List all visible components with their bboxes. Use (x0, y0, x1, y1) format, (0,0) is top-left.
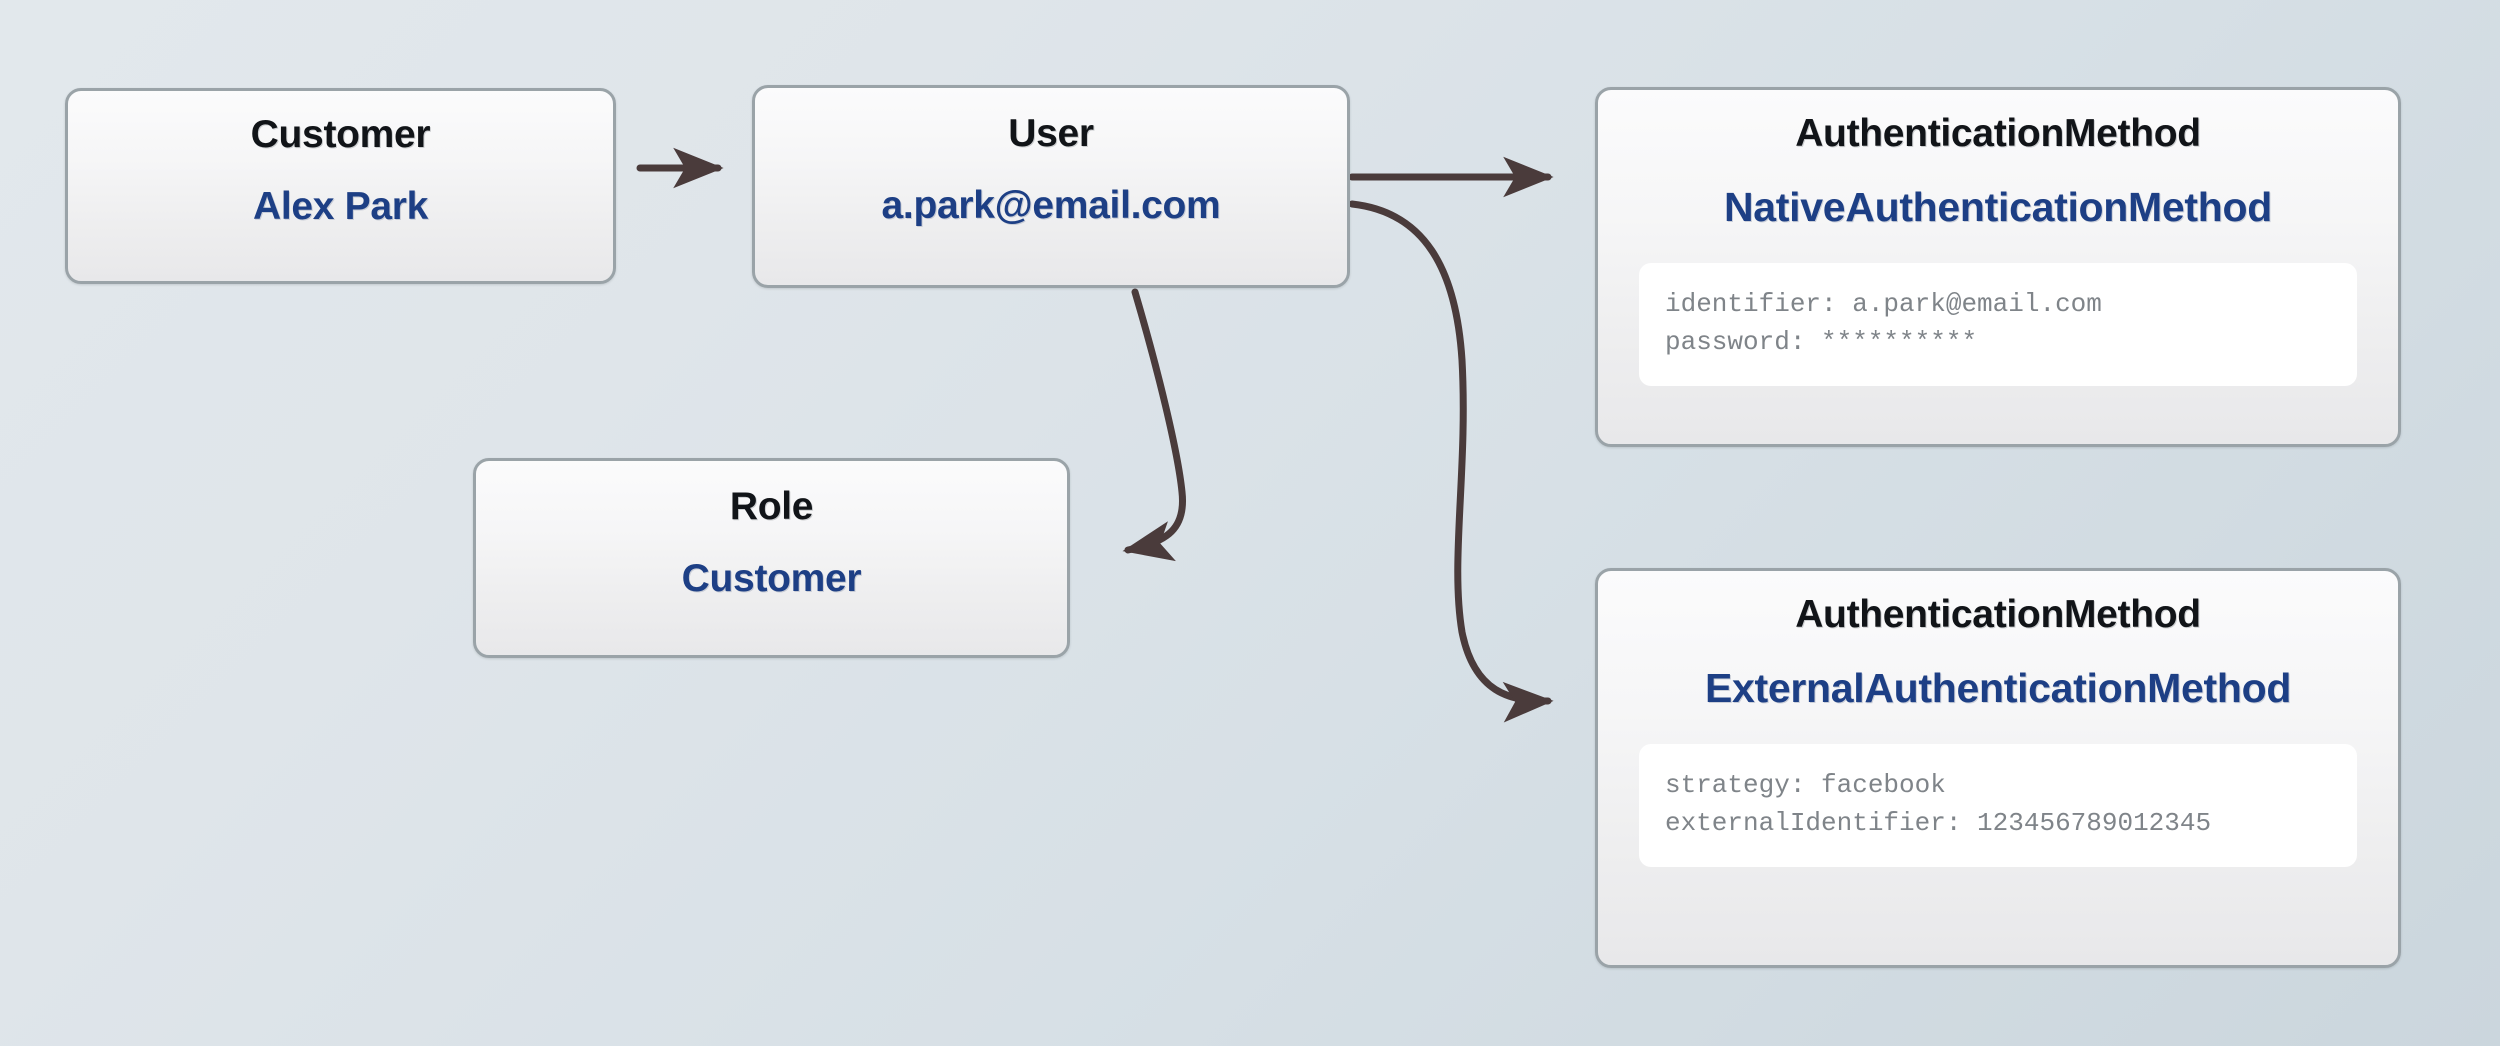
node-auth-external-name: ExternalAuthenticationMethod (1704, 665, 2292, 711)
node-auth-native-type: AuthenticationMethod (1795, 112, 2201, 155)
attribute-row: identifier: a.park@email.com (1665, 289, 2102, 319)
node-role-type: Role (729, 485, 814, 528)
node-auth-external[interactable]: AuthenticationMethod ExternalAuthenticat… (1595, 568, 2401, 968)
node-role-name: Customer (681, 557, 862, 600)
node-auth-external-type: AuthenticationMethod (1795, 593, 2201, 636)
node-user[interactable]: User a.park@email.com (752, 85, 1350, 288)
node-user-type: User (1008, 112, 1094, 155)
node-auth-external-attributes: strategy: facebook externalIdentifier: 1… (1639, 744, 2357, 867)
node-auth-native-name: NativeAuthenticationMethod (1724, 184, 2272, 230)
edge-user-to-role (1122, 288, 1187, 562)
attribute-row: externalIdentifier: 123456789012345 (1665, 808, 2212, 839)
node-customer-type: Customer (250, 113, 431, 156)
node-auth-native-attributes: identifier: a.park@email.com password: *… (1639, 263, 2357, 386)
node-auth-native[interactable]: AuthenticationMethod NativeAuthenticatio… (1595, 87, 2401, 447)
node-customer[interactable]: Customer Alex Park (65, 88, 616, 284)
attribute-row: strategy: facebook (1665, 770, 1946, 800)
edge-user-to-auth-external (1348, 200, 1554, 723)
attribute-row: password: ********** (1665, 327, 1978, 358)
node-customer-name: Alex Park (252, 185, 429, 228)
node-role[interactable]: Role Customer (473, 458, 1070, 658)
node-user-name: a.park@email.com (881, 184, 1221, 227)
